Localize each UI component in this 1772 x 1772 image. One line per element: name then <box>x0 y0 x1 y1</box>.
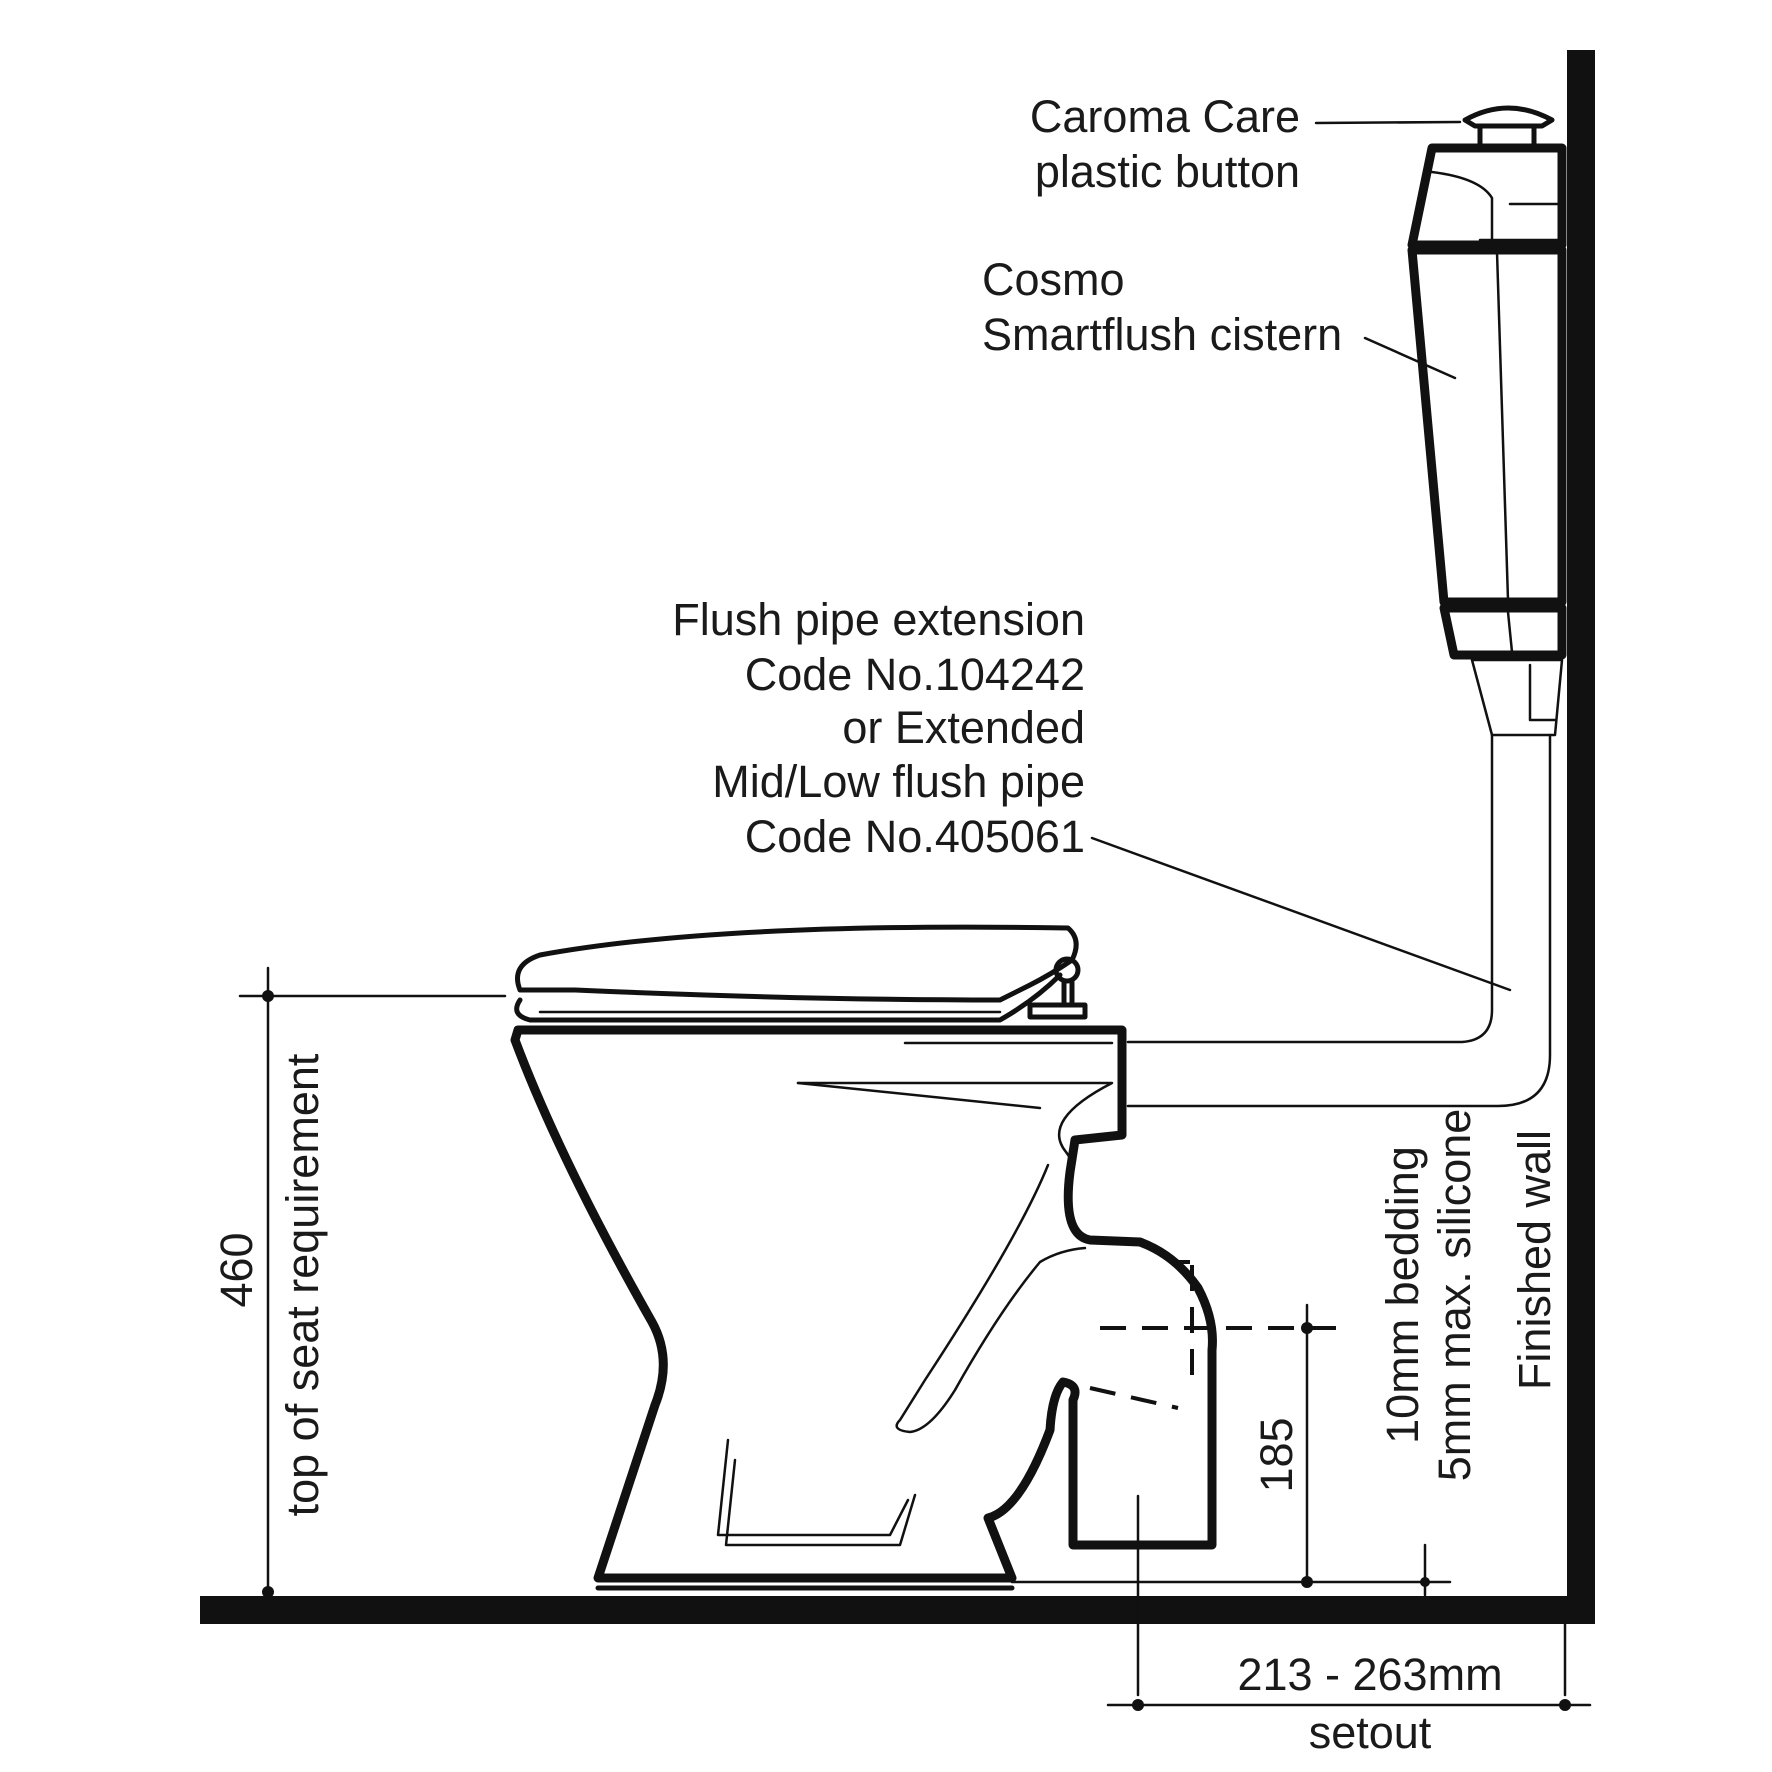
pipe-label-line4: Mid/Low flush pipe <box>712 756 1085 807</box>
toilet-seat <box>514 924 1088 1023</box>
pipe-label-line1: Flush pipe extension <box>672 594 1085 645</box>
flush-pipe <box>1126 733 1552 1108</box>
setout-label: setout <box>1309 1707 1432 1758</box>
bedding-line1: 10mm bedding <box>1377 1146 1428 1444</box>
seat-height-value: 460 <box>211 1232 262 1307</box>
outlet-connector-dashed <box>1089 1260 1194 1410</box>
pipe-label-line2: Code No.104242 <box>745 649 1085 700</box>
callout-button: Caroma Care plastic button <box>1030 91 1462 197</box>
finished-wall-label: Finished wall <box>1509 1130 1560 1390</box>
cistern-label-line1: Cosmo <box>982 254 1125 305</box>
cistern <box>1407 143 1567 737</box>
dimension-seat-height: 460 top of seat requirement <box>211 966 507 1598</box>
floor <box>200 1596 1595 1624</box>
pipe-label-line3: or Extended <box>842 702 1085 753</box>
bedding-line2: 5mm max. silicone <box>1429 1109 1480 1482</box>
callout-cistern: Cosmo Smartflush cistern <box>982 254 1457 380</box>
bedding-note: 10mm bedding 5mm max. silicone <box>1377 1109 1480 1597</box>
callout-flush-pipe: Flush pipe extension Code No.104242 or E… <box>672 594 1512 992</box>
button-label-line1: Caroma Care <box>1030 91 1300 142</box>
toilet-pan <box>510 1025 1217 1591</box>
plastic-button <box>1462 105 1555 149</box>
seat-height-label: top of seat requirement <box>277 1053 328 1516</box>
dimension-outlet-height: 185 <box>1010 1303 1452 1588</box>
dimension-setout: 213 - 263mm setout <box>1106 1494 1592 1758</box>
outlet-height-value: 185 <box>1251 1417 1302 1492</box>
cistern-label-line2: Smartflush cistern <box>982 309 1342 360</box>
setout-value: 213 - 263mm <box>1237 1649 1502 1700</box>
finished-wall <box>1567 50 1595 1624</box>
button-label-line2: plastic button <box>1035 146 1300 197</box>
pipe-label-line5: Code No.405061 <box>745 811 1085 862</box>
